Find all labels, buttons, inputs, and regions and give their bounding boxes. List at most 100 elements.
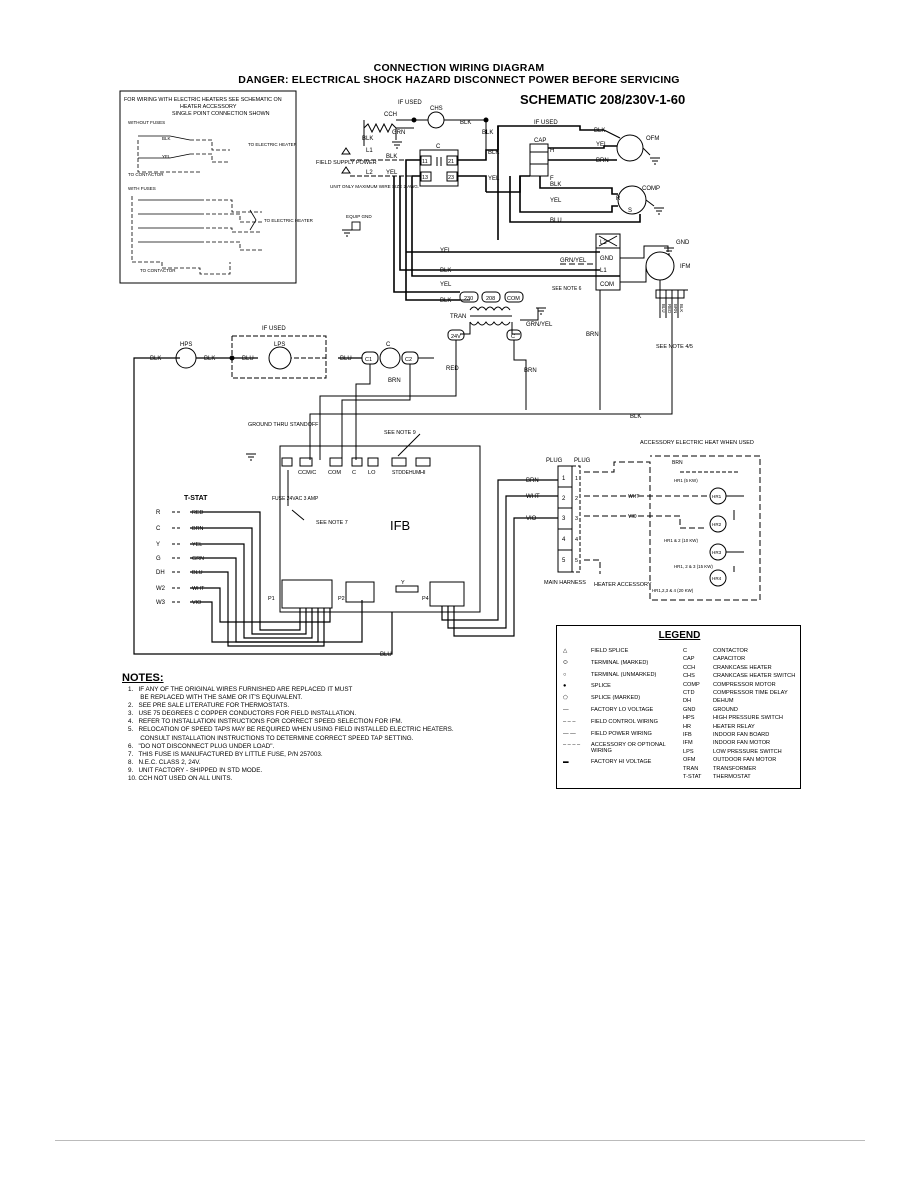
label-hr1234-20kw: HR1,2,3 & 4 (20 KW) — [652, 588, 694, 593]
plug-harness — [441, 455, 761, 637]
label-if-used-lps: IF USED — [262, 326, 286, 332]
label-equip-gnd: EQUIP GND — [346, 214, 372, 219]
label-gnd-ifb: GND — [600, 256, 614, 262]
plug-pin-5: 5 — [562, 558, 566, 564]
legend-abbr: IFB — [683, 732, 692, 738]
legend-desc: HEATER RELAY — [713, 723, 755, 730]
inset-to-heater-2: TO ELECTRIC HEATER — [264, 218, 314, 223]
label-h: H — [550, 148, 554, 154]
legend-desc: GROUND — [713, 706, 738, 713]
note-line: 10. CCH NOT USED ON ALL UNITS. — [128, 775, 233, 783]
inset-lines — [131, 135, 262, 275]
term-c1: C1 — [365, 357, 372, 363]
label-wht-plug: WHT — [526, 494, 540, 500]
label-chs: CHS — [430, 106, 443, 112]
label-blk-tran: BLK — [440, 298, 451, 304]
label-lps: LPS — [274, 342, 285, 348]
legend-abbr: IFM — [683, 740, 693, 747]
inset-title-3: SINGLE POINT CONNECTION SHOWN — [172, 111, 270, 117]
label-blu-comp: BLU — [550, 218, 562, 224]
label-grn-yel: GRN/YEL — [560, 258, 587, 264]
label-gnd-ifm: GND — [676, 240, 690, 246]
label-main-harness: MAIN HARNESS — [544, 580, 586, 586]
label-ifm: IFM — [680, 264, 690, 270]
legend-desc: LOW PRESSURE SWITCH — [713, 748, 782, 755]
legend-abbr: GND — [683, 706, 696, 713]
note-line: 3. USE 75 DEGREES C COPPER CONDUCTORS FO… — [128, 710, 357, 718]
label-see-note-9: SEE NOTE 9 — [384, 430, 416, 436]
legend-desc: HIGH PRESSURE SWITCH — [713, 715, 783, 722]
legend-item: FACTORY HI VOLTAGE — [591, 758, 652, 765]
label-blk-hps: BLK — [150, 356, 161, 362]
label-hr1: HR1 — [712, 494, 722, 499]
ifb-hi: HI — [420, 470, 426, 476]
legend-desc: CRANKCASE HEATER SWITCH — [713, 673, 796, 680]
label-grn-yel-tran: GRN/YEL — [526, 322, 553, 328]
label-brn-heat: BRN — [672, 460, 683, 466]
schematic-labels: SCHEMATIC 208/230V-1-60 FOR WIRING WITH … — [124, 92, 754, 658]
legend-desc: CAPACITOR — [713, 656, 746, 663]
tstat-terminal-w3: W3 — [156, 600, 166, 606]
legend-item: FIELD POWER WIRING — [591, 730, 652, 737]
plug-pin-4: 4 — [562, 537, 566, 543]
legend-abbr: COMP — [683, 681, 700, 688]
ifb-board — [279, 445, 481, 613]
ifm-wire-brn: BRN — [673, 304, 678, 313]
label-blk-comp: BLK — [550, 182, 561, 188]
label-blk-ofm: BLK — [594, 128, 605, 134]
label-blk-right: BLK — [482, 130, 493, 136]
label-vio-plug: VIO — [526, 516, 537, 522]
inset-blk: BLK — [162, 136, 171, 141]
tran-208: 208 — [486, 296, 495, 302]
legend-abbr: CHS — [683, 673, 695, 680]
note-line: 4. REFER TO INSTALLATION INSTRUCTIONS FO… — [128, 718, 403, 726]
legend-symbol: ● — [563, 683, 567, 690]
note-line: 8. N.E.C. CLASS 2, 24V. — [128, 758, 201, 766]
tstat-terminal-dh: DH — [156, 570, 165, 576]
ifb-lo: LO — [368, 470, 376, 476]
inset-title-1: FOR WIRING WITH ELECTRIC HEATERS SEE SCH… — [124, 97, 282, 103]
label-heater-accessory: HEATER ACCESSORY — [594, 582, 652, 588]
label-r: R — [616, 196, 621, 202]
note-line: 6. "DO NOT DISCONNECT PLUG UNDER LOAD". — [128, 742, 275, 750]
note-line: CONSULT INSTALLATION INSTRUCTIONS TO DET… — [128, 734, 414, 742]
legend-symbol: – – – — [563, 718, 576, 725]
label-yel-cap: YEL — [488, 176, 500, 182]
legend-abbr: HPS — [683, 715, 695, 722]
tstat-wire-grn: GRN — [192, 556, 204, 562]
ground-symbols — [246, 141, 674, 461]
ifm-wire-blk: BLK — [679, 304, 684, 312]
legend-item: SPLICE (MARKED) — [591, 695, 641, 702]
legend-abbr: DH — [683, 698, 692, 705]
legend-desc: CONTACTOR — [713, 648, 748, 654]
label-ground-standoff: GROUND THRU STANDOFF — [248, 422, 319, 428]
label-blk-l1: BLK — [386, 154, 397, 160]
label-yel-l2: YEL — [386, 170, 398, 176]
label-hr4: HR4 — [712, 576, 722, 581]
label-blk-ifm: BLK — [440, 268, 451, 274]
inset-title-2: HEATER ACCESSORY — [180, 104, 237, 110]
note-line: 9. UNIT FACTORY - SHIPPED IN STD MODE. — [128, 766, 263, 774]
legend-symbol: △ — [563, 648, 568, 654]
label-p2: P2 — [338, 596, 345, 602]
legend-desc: COMPRESSOR TIME DELAY — [713, 690, 788, 696]
label-yel-ifm: YEL — [440, 248, 452, 254]
legend-desc: DEHUM — [713, 698, 734, 705]
ifb-dehum: DEHUM — [402, 470, 420, 476]
tstat-terminal-w2: W2 — [156, 586, 166, 592]
ifb-fuse: FUSE 24VAC 3 AMP — [272, 496, 319, 502]
label-com-ifb: COM — [600, 282, 614, 288]
note-line: 1. IF ANY OF THE ORIGINAL WIRES FURNISHE… — [128, 686, 353, 693]
label-grn: GRN — [392, 130, 405, 136]
label-contactor: C — [436, 144, 441, 150]
schematic-title: SCHEMATIC 208/230V-1-60 — [520, 92, 685, 107]
label-vio-heat: VIO — [628, 514, 637, 520]
heater-plug-pin-2: 2 — [575, 496, 578, 502]
legend-abbr: CCH — [683, 664, 696, 671]
ifb-ccm-c: CCM/C — [298, 470, 316, 476]
legend-item: SPLICE — [591, 683, 611, 690]
label-brn-plug: BRN — [526, 478, 539, 484]
tran-230: 230 — [464, 296, 473, 302]
label-unit-only: UNIT ONLY MAXIMUM WIRE SIZE 2 AWG. — [330, 184, 419, 189]
